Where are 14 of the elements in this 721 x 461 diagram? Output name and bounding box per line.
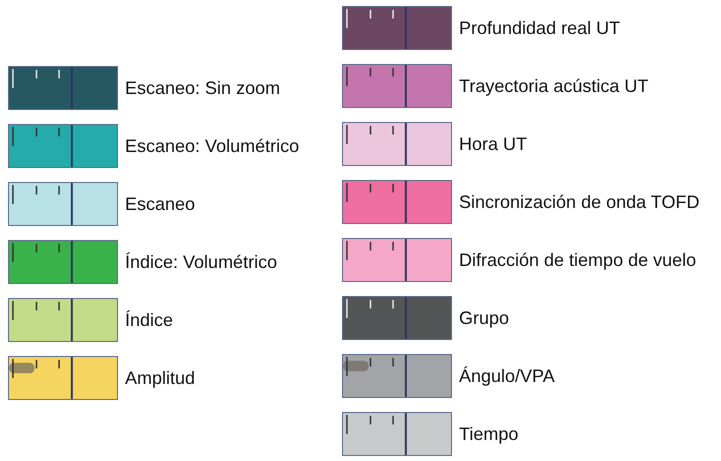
legend-label: Profundidad real UT	[459, 17, 620, 39]
legend-label: Escaneo: Sin zoom	[125, 77, 280, 99]
legend-label: Ángulo/VPA	[459, 365, 555, 387]
legend-label: Trayectoria acústica UT	[459, 75, 648, 97]
legend-label: Escaneo	[125, 193, 196, 215]
legend-label: Hora UT	[459, 133, 528, 155]
legend-label: Grupo	[459, 307, 510, 329]
legend-label: Escaneo: Volumétrico	[125, 135, 300, 157]
legend-label: Sincronización de onda TOFD	[459, 191, 700, 213]
legend-label: Tiempo	[459, 423, 518, 445]
legend-label: Índice	[125, 309, 174, 331]
legend-label: Amplitud	[125, 367, 196, 389]
legend-label: Índice: Volumétrico	[125, 251, 278, 273]
legend-label: Difracción de tiempo de vuelo	[459, 249, 696, 271]
